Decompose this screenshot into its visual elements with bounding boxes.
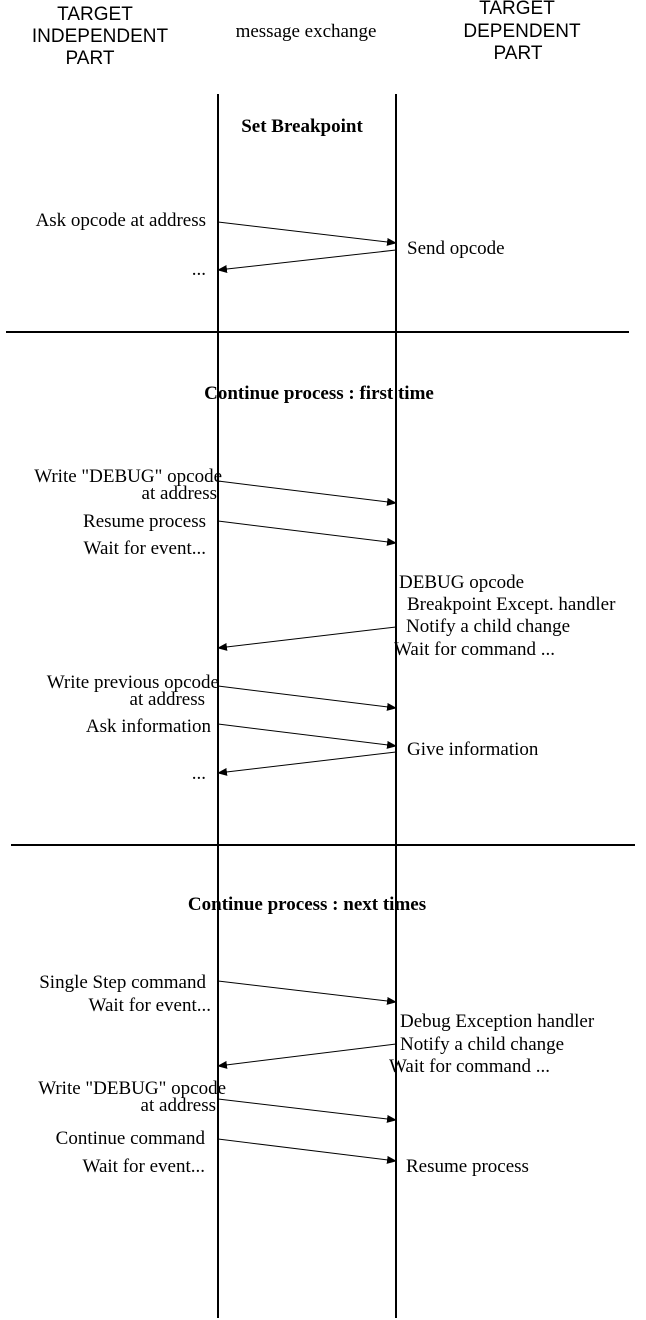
message-arrow [217,249,397,273]
left-label: Ask information [86,716,212,737]
message-arrow [217,1098,397,1123]
right-label: Send opcode [407,238,505,259]
message-arrow [217,221,397,246]
left-label: Write "DEBUG" opcode [38,1078,226,1099]
left-header-line-3: PART [66,48,115,69]
right-label: DEBUG opcode [399,572,524,593]
message-arrow [217,751,397,776]
left-label: Write "DEBUG" opcode [34,466,222,487]
section-title-next-times: Continue process : next times [188,894,426,915]
right-label: Notify a child change [400,1034,564,1055]
left-label: at address [142,483,217,504]
message-arrow [217,1138,397,1164]
message-arrow [217,626,397,651]
middle-header: message exchange [236,21,377,42]
right-label: Resume process [406,1156,529,1177]
message-arrow [217,480,397,506]
right-header-line-3: PART [494,43,543,64]
left-label: at address [141,1095,216,1116]
left-label: Single Step command [39,972,206,993]
right-label: Notify a child change [406,616,570,637]
section-title-set-breakpoint: Set Breakpoint [241,116,363,137]
right-label: Wait for command ... [389,1056,550,1077]
left-label: ... [192,763,206,784]
left-label: Wait for event... [89,995,211,1016]
left-label: Resume process [83,511,206,532]
message-arrow [217,1043,397,1069]
section-title-first-time: Continue process : first time [204,383,434,404]
left-label: ... [192,259,206,280]
message-arrow [217,723,397,749]
left-header-line-2: INDEPENDENT [32,26,169,47]
right-label: Breakpoint Except. handler [407,594,616,615]
message-arrow [217,520,397,546]
message-arrow [217,980,397,1005]
left-label: Ask opcode at address [36,210,206,231]
right-label: Wait for command ... [394,639,555,660]
left-header-line-1: TARGET [57,4,133,25]
left-label: at address [130,689,205,710]
right-header-line-2: DEPENDENT [463,21,581,42]
left-label: Wait for event... [83,1156,205,1177]
right-header-line-1: TARGET [479,0,555,19]
left-label: Continue command [56,1128,206,1149]
left-label: Wait for event... [84,538,206,559]
message-arrow [217,685,397,711]
right-label: Give information [407,739,539,760]
left-label: Write previous opcode [47,672,219,693]
right-label: Debug Exception handler [400,1011,595,1032]
